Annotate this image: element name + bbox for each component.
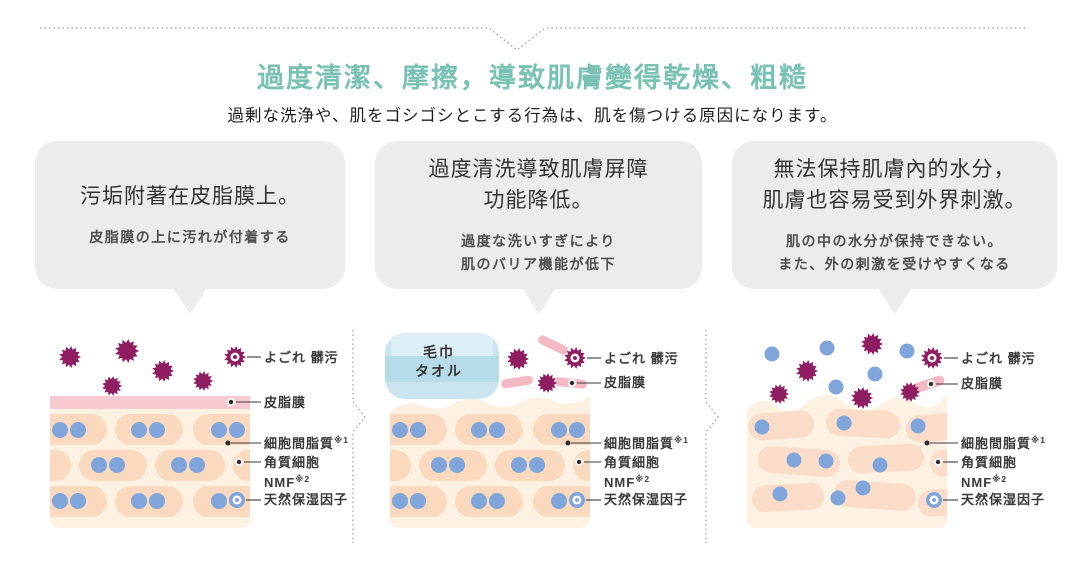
bubble-main-text: 無法保持肌膚內的水分， 肌膚也容易受到外界刺激。 bbox=[762, 157, 1027, 213]
legend-sebum: 皮脂膜 bbox=[568, 375, 646, 390]
label-sebum: 皮脂膜 bbox=[960, 376, 1003, 391]
nmf-moisture-dots bbox=[392, 422, 585, 509]
label-nmf: NMF※2 bbox=[264, 474, 310, 490]
legend-dirt: よごれ 髒污 bbox=[921, 347, 1035, 369]
panel-divider-chevron bbox=[705, 330, 719, 543]
label-corneocyte: 角質細胞 bbox=[604, 455, 660, 470]
legend-dirt: よごれ 髒污 bbox=[564, 347, 678, 369]
panel-dirt-on-sebum: 污垢附著在皮脂膜上。 皮脂膜の上に汚れが付着する bbox=[35, 141, 348, 532]
three-step-panels: 污垢附著在皮脂膜上。 皮脂膜の上に汚れが付着する bbox=[0, 141, 1065, 532]
page-title: 過度清潔、摩擦，導致肌膚變得乾燥、粗糙 bbox=[257, 63, 808, 93]
skin-diagram-rubbed: 毛巾 タオル よごれ 髒污 皮脂膜 bbox=[385, 333, 689, 528]
bubble-sub-text: 肌の中の水分が保持できない。 また、外の刺激を受けやすくなる bbox=[778, 232, 1011, 272]
label-nmf: NMF※2 bbox=[604, 474, 650, 490]
label-nmf-full: 天然保湿因子 bbox=[264, 492, 348, 507]
legend-corneocyte: 角質細胞 bbox=[235, 455, 320, 470]
legend-sebum: 皮脂膜 bbox=[227, 395, 306, 410]
bubble-main-text: 污垢附著在皮脂膜上。 bbox=[80, 185, 300, 209]
dotted-rule-notch bbox=[40, 27, 1025, 51]
legend-corneocyte: 角質細胞 bbox=[934, 455, 1017, 470]
bubble-main-text: 過度清洗導致肌膚屏障 功能降低。 bbox=[428, 157, 649, 213]
label-sebum: 皮脂膜 bbox=[603, 375, 646, 390]
speech-bubble: 無法保持肌膚內的水分， 肌膚也容易受到外界刺激。 肌の中の水分が保持できない。 … bbox=[732, 141, 1057, 314]
skin-diagram-intact: よごれ 髒污 皮脂膜 細胞間脂質※1 角質細胞 bbox=[50, 339, 349, 528]
panel-divider-chevron bbox=[352, 330, 366, 543]
dirt-particles bbox=[507, 348, 557, 393]
nmf-moisture-dots-scattered bbox=[754, 415, 926, 506]
label-corneocyte: 角質細胞 bbox=[961, 455, 1017, 470]
label-dirt: よごれ 髒污 bbox=[961, 351, 1036, 366]
label-dirt: よごれ 髒污 bbox=[604, 351, 679, 366]
sebum-film-band bbox=[50, 396, 250, 409]
bubble-sub-text: 皮脂膜の上に汚れが付着する bbox=[89, 228, 291, 245]
nmf-moisture-dots bbox=[52, 422, 245, 509]
label-lipids: 細胞間脂質※1 bbox=[264, 435, 349, 451]
label-lipids: 細胞間脂質※1 bbox=[961, 435, 1046, 451]
towel: 毛巾 タオル bbox=[385, 333, 499, 399]
escaping-moisture-dots bbox=[764, 340, 915, 395]
legend-nmf: NMF※2 天然保湿因子 bbox=[569, 474, 688, 508]
label-nmf: NMF※2 bbox=[961, 474, 1007, 490]
legend-lipids: 細胞間脂質※1 bbox=[225, 435, 349, 451]
label-corneocyte: 角質細胞 bbox=[264, 455, 320, 470]
towel-label-ja: タオル bbox=[415, 363, 463, 379]
speech-bubble: 污垢附著在皮脂膜上。 皮脂膜の上に汚れが付着する bbox=[35, 141, 345, 314]
corneocyte-cells-damaged bbox=[748, 408, 947, 517]
panel-barrier-weakened: 過度清洗導致肌膚屏障 功能降低。 過度な洗いすぎにより 肌のバリア機能が低下 bbox=[375, 141, 702, 532]
label-nmf-full: 天然保湿因子 bbox=[961, 492, 1045, 507]
dirt-particles-penetrating bbox=[769, 333, 920, 409]
legend-nmf: NMF※2 天然保湿因子 bbox=[926, 474, 1045, 508]
page-subtitle: 過剰な洗浄や、肌をゴシゴシとこする行為は、肌を傷つける原因になります。 bbox=[227, 106, 838, 125]
label-sebum: 皮脂膜 bbox=[263, 395, 306, 410]
towel-label-zh: 毛巾 bbox=[423, 344, 455, 360]
speech-bubble: 過度清洗導致肌膚屏障 功能降低。 過度な洗いすぎにより 肌のバリア機能が低下 bbox=[375, 141, 702, 314]
label-dirt: よごれ 髒污 bbox=[264, 350, 339, 365]
legend-lipids: 細胞間脂質※1 bbox=[565, 435, 689, 451]
label-lipids: 細胞間脂質※1 bbox=[604, 435, 689, 451]
legend-sebum: 皮脂膜 bbox=[927, 376, 1003, 391]
skin-diagram-damaged: よごれ 髒污 皮脂膜 細胞間脂質※1 角質細胞 bbox=[747, 333, 1046, 528]
bubble-sub-text: 過度な洗いすぎにより 肌のバリア機能が低下 bbox=[461, 232, 616, 272]
legend-dirt: よごれ 髒污 bbox=[224, 346, 338, 368]
panel-moisture-loss: 無法保持肌膚內的水分， 肌膚也容易受到外界刺激。 肌の中の水分が保持できない。 … bbox=[732, 141, 1057, 532]
label-nmf-full: 天然保湿因子 bbox=[604, 492, 688, 507]
legend-corneocyte: 角質細胞 bbox=[575, 455, 660, 470]
legend-lipids: 細胞間脂質※1 bbox=[924, 435, 1046, 451]
legend-nmf: NMF※2 天然保湿因子 bbox=[229, 474, 348, 508]
dirt-particles bbox=[59, 339, 213, 396]
